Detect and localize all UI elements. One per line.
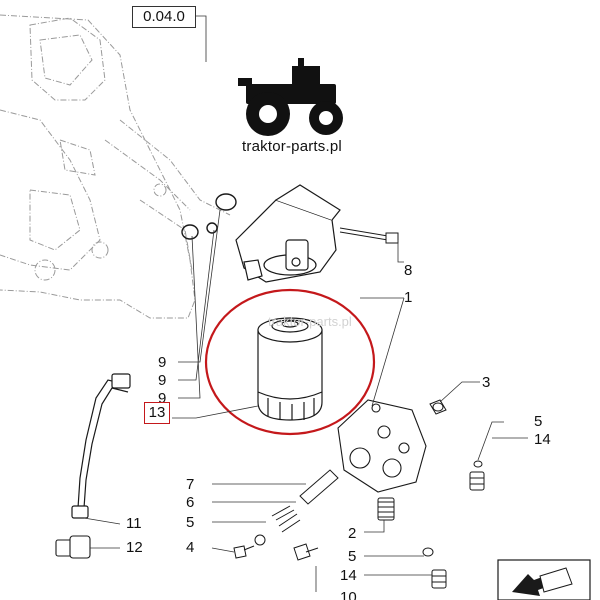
callout-5-right: 5	[534, 413, 543, 430]
callout-14-right: 14	[534, 431, 551, 448]
callout-14-bottom: 14	[340, 567, 357, 584]
callout-12: 12	[126, 539, 143, 556]
callout-7: 7	[186, 476, 195, 493]
engine-block-outline	[0, 14, 231, 319]
sender-unit-10	[293, 543, 319, 561]
callout-8: 8	[404, 262, 413, 279]
o-rings-9	[181, 193, 237, 240]
brand-text: traktor-parts.pl	[242, 138, 342, 155]
washer-plug-14-bottom	[422, 547, 447, 589]
watermark-text: traktor-parts.pl	[268, 314, 352, 329]
callout-1: 1	[404, 289, 413, 306]
callout-10: 10	[340, 589, 357, 600]
washer-plug-14-right	[469, 460, 485, 491]
reference-box[interactable]: 0.04.0	[132, 6, 196, 28]
oil-filter-13	[257, 317, 323, 421]
callout-11: 11	[126, 515, 142, 532]
highlight-circle	[204, 288, 376, 436]
plug-3	[429, 399, 447, 415]
union-fitting-12	[55, 535, 91, 559]
callout-9-bottom: 9	[158, 390, 167, 407]
callout-9-middle: 9	[158, 372, 167, 389]
oil-pipe-11	[71, 373, 131, 519]
tractor-logo	[238, 58, 343, 136]
callout-4: 4	[186, 539, 195, 556]
pump-housing	[337, 399, 427, 493]
callout-2: 2	[348, 525, 357, 542]
spring-sleeve-2	[377, 497, 395, 521]
callout-9-top: 9	[158, 354, 167, 371]
callout-5-left: 5	[186, 514, 195, 531]
relief-valve-7-6	[233, 469, 339, 559]
navigation-arrow-icon[interactable]	[497, 559, 591, 600]
leader-lines	[83, 15, 528, 592]
callout-13-highlighted: 13	[144, 402, 170, 424]
callout-3: 3	[482, 374, 491, 391]
filter-head	[235, 184, 341, 283]
callout-5-bottom: 5	[348, 548, 357, 565]
callout-6: 6	[186, 494, 195, 511]
bolt-8	[339, 227, 399, 244]
